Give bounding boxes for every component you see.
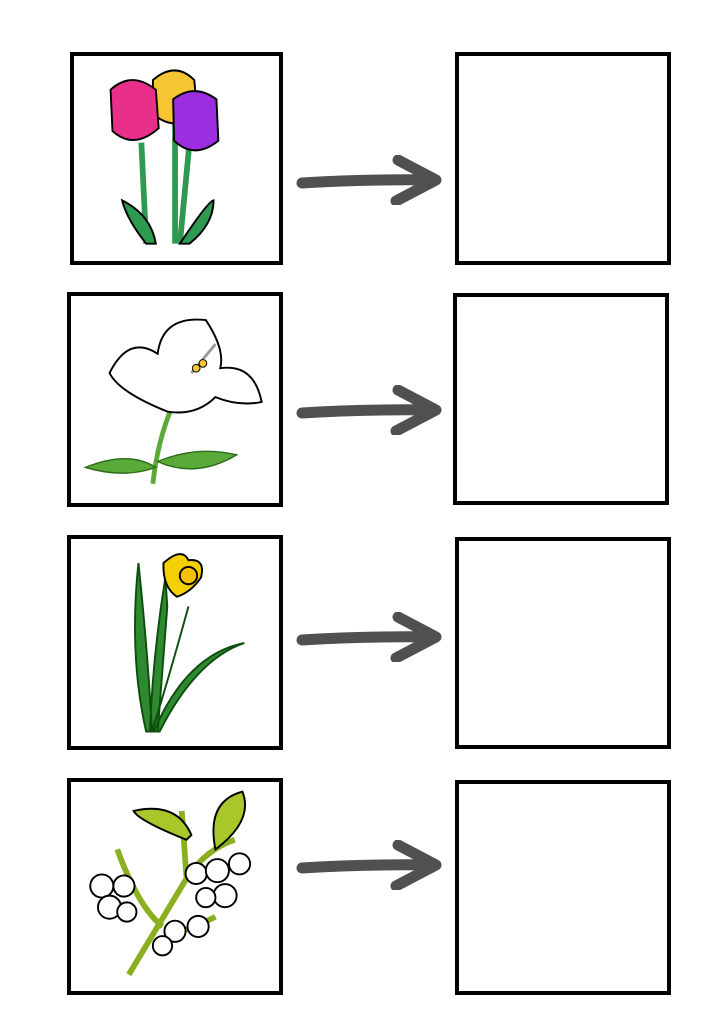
picture-box-lily	[67, 292, 283, 507]
picture-box-daffodil	[67, 535, 283, 750]
answer-box-2[interactable]	[453, 293, 669, 505]
tulips-icon	[109, 69, 220, 245]
lily-icon	[83, 318, 263, 485]
answer-box-3[interactable]	[455, 537, 671, 749]
arrow-right-icon	[296, 840, 442, 890]
arrow-right-icon	[296, 155, 442, 205]
arrow-right-icon	[296, 385, 442, 435]
arrow-right-icon	[296, 612, 442, 662]
mistletoe-icon	[89, 790, 252, 977]
answer-box-1[interactable]	[455, 52, 671, 265]
answer-box-4[interactable]	[455, 780, 671, 995]
picture-box-tulips	[70, 52, 283, 265]
daffodil-icon	[134, 553, 245, 733]
picture-box-mistletoe	[67, 778, 283, 995]
